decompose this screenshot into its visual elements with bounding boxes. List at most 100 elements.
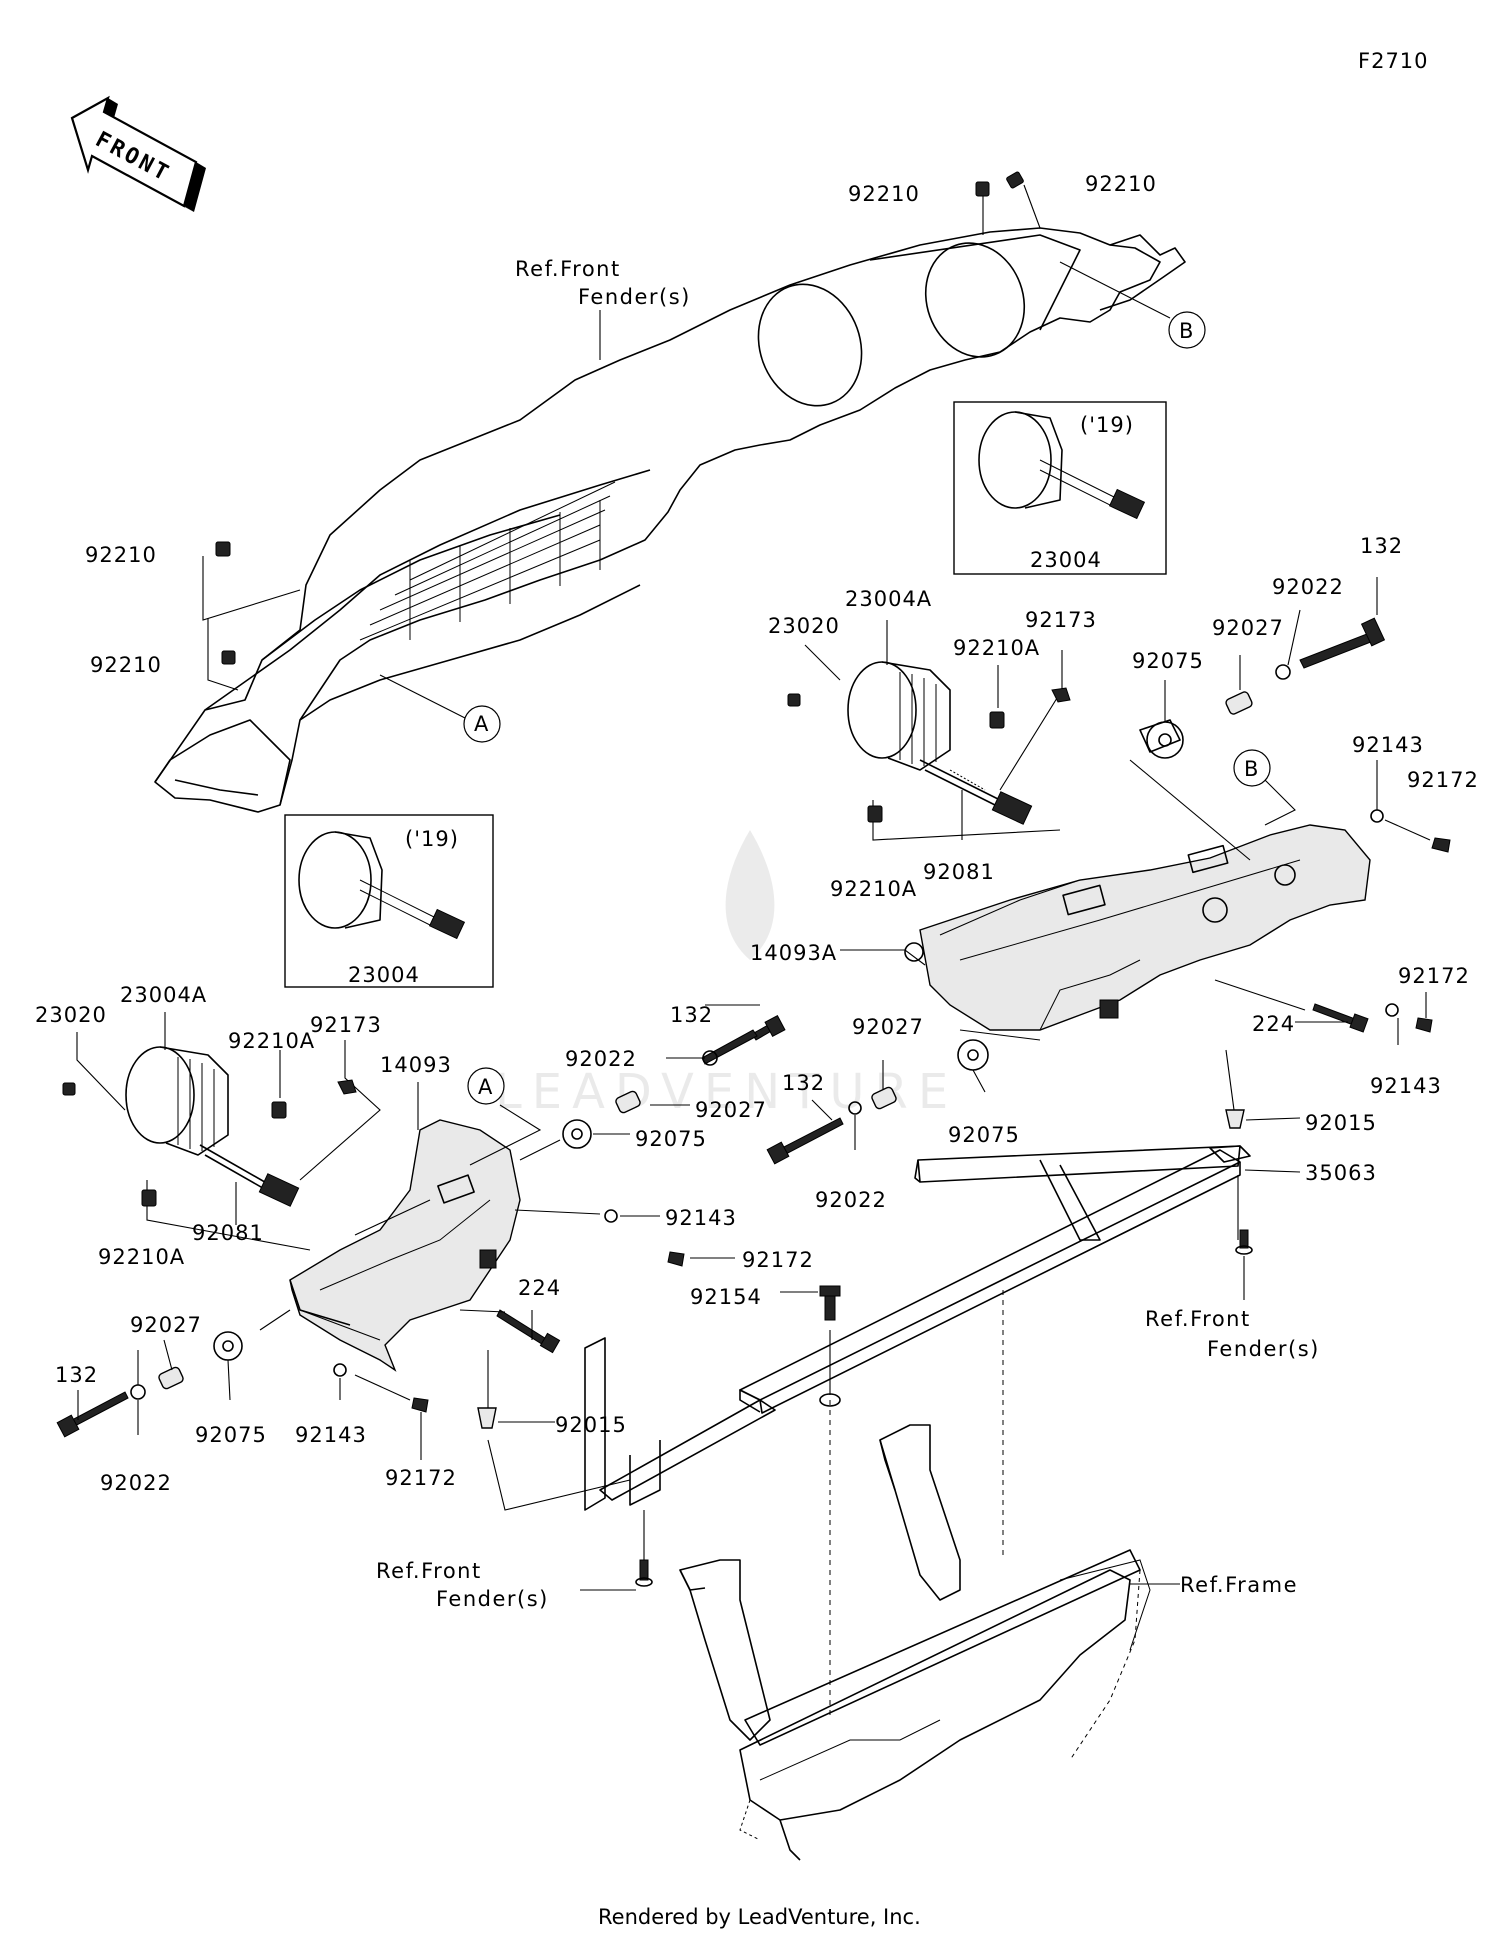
callout-b-top-letter: B [1179, 319, 1195, 343]
leader-23020-left [76, 1032, 126, 1111]
leader-b-right [1264, 779, 1296, 826]
bolt-icon [71, 1391, 129, 1427]
leader-b-bracket [1129, 759, 1251, 861]
part-label: 35063 [1305, 1161, 1377, 1185]
part-label: 92015 [1305, 1111, 1377, 1135]
ref-front-fender-bottom-2: Fender(s) [436, 1587, 549, 1611]
bracket-eyelet [904, 942, 924, 962]
grommet-icon [562, 1119, 592, 1149]
inset-variant-right: ('19) [1080, 413, 1134, 437]
part-label: 14093 [380, 1053, 452, 1077]
part-label: 23020 [768, 614, 840, 638]
part-label: 23004 [348, 963, 420, 987]
part-label: 92173 [310, 1013, 382, 1037]
screw-icon [667, 1251, 685, 1267]
clip-nut-icon [989, 711, 1005, 729]
figure-id: F2710 [1358, 49, 1429, 73]
part-label: 92210 [1085, 172, 1157, 196]
leader-bracket-left [939, 879, 1081, 936]
frame-member-35063 [584, 1145, 1241, 1511]
part-label: 92143 [295, 1423, 367, 1447]
leader-92210-b [207, 618, 239, 691]
callout-a-lower [467, 1067, 505, 1105]
callout-a-top-letter: A [474, 712, 490, 736]
leader-92022-right [1287, 609, 1301, 666]
part-label: 92015 [555, 1413, 627, 1437]
part-label: 132 [55, 1363, 98, 1387]
part-label: 92027 [130, 1313, 202, 1337]
bolt-icon [496, 1309, 549, 1347]
leader-callout-a-top [379, 674, 466, 719]
part-label: 132 [1360, 534, 1403, 558]
part-label: 92173 [1025, 608, 1097, 632]
washer-icon [604, 1209, 618, 1223]
part-label: 23004A [845, 587, 932, 611]
screw-icon [1239, 1229, 1249, 1249]
left-bracket-14093 [289, 1119, 521, 1372]
part-label: 92172 [1407, 768, 1479, 792]
leader-callout-b-top [1059, 261, 1171, 319]
svg-text:LEADVENTURE: LEADVENTURE [495, 1064, 958, 1120]
spacer-icon [158, 1366, 184, 1390]
inset-variant-left: ('19) [405, 827, 459, 851]
washer-icon [333, 1363, 347, 1377]
part-label: 92154 [690, 1285, 762, 1309]
part-label: 224 [1252, 1012, 1295, 1036]
part-label: 92027 [695, 1098, 767, 1122]
callout-b-lower-letter: B [1244, 757, 1260, 781]
clip-nut-icon [787, 693, 801, 707]
front-arrow-icon: FRONT [70, 95, 206, 212]
callout-a-lower-letter: A [478, 1075, 494, 1099]
part-label: 92075 [1132, 649, 1204, 673]
inset-19-right [953, 401, 1167, 575]
front-fender-assembly [154, 227, 1186, 813]
part-label: 92022 [815, 1188, 887, 1212]
part-label: 92172 [1398, 964, 1470, 988]
part-label: 92210A [953, 636, 1040, 660]
part-label: 92210 [90, 653, 162, 677]
clip-icon [1051, 687, 1071, 703]
clip-nut-icon [62, 1082, 76, 1096]
part-label: 92143 [1352, 733, 1424, 757]
part-label: 23004A [120, 983, 207, 1007]
ref-front-fender-bottom-1: Ref.Front [376, 1559, 482, 1583]
leader-92173-left [299, 1040, 381, 1181]
ref-front-fender-top-2: Fender(s) [578, 285, 691, 309]
screw-icon [1415, 1017, 1433, 1033]
part-label: 132 [782, 1071, 825, 1095]
part-label: 92210A [830, 877, 917, 901]
ref-front-fender-right-1: Ref.Front [1145, 1307, 1251, 1331]
part-label: 92210A [98, 1245, 185, 1269]
leader-92173-right [999, 650, 1063, 791]
part-label: 92022 [1272, 575, 1344, 599]
footer-credit: Rendered by LeadVenture, Inc. [598, 1905, 921, 1929]
part-label: 92075 [635, 1127, 707, 1151]
leader-92210-a [202, 556, 301, 621]
screw-icon [639, 1559, 649, 1581]
screw-icon [1431, 837, 1451, 853]
part-label: 92081 [192, 1221, 264, 1245]
right-fog-lamp-23004a [847, 661, 1033, 825]
bolt-icon [824, 1293, 836, 1321]
part-label: 132 [670, 1003, 713, 1027]
screw-icon [411, 1397, 429, 1413]
right-upper-hardware [1139, 617, 1386, 759]
part-label: 92210 [85, 543, 157, 567]
right-bracket-14093a [919, 824, 1371, 1031]
callout-a-top [463, 705, 501, 743]
clip-nut-icon [221, 650, 236, 665]
part-label: 92075 [195, 1423, 267, 1447]
part-label: 224 [518, 1276, 561, 1300]
part-label: 14093A [750, 941, 837, 965]
bushing-icon [477, 1407, 497, 1429]
part-label: 92081 [923, 860, 995, 884]
leader-35063 [1244, 1169, 1301, 1173]
part-label: 92172 [385, 1466, 457, 1490]
spacer-icon [615, 1090, 641, 1114]
callout-b-lower [1233, 749, 1271, 787]
part-number-labels: 92210 92210 92210 92210 23004 23004 2302… [35, 172, 1479, 1495]
clip-icon [337, 1079, 357, 1095]
part-label: 92027 [1212, 616, 1284, 640]
clip-nut-icon [215, 541, 231, 557]
bushing-icon [1225, 1109, 1245, 1129]
